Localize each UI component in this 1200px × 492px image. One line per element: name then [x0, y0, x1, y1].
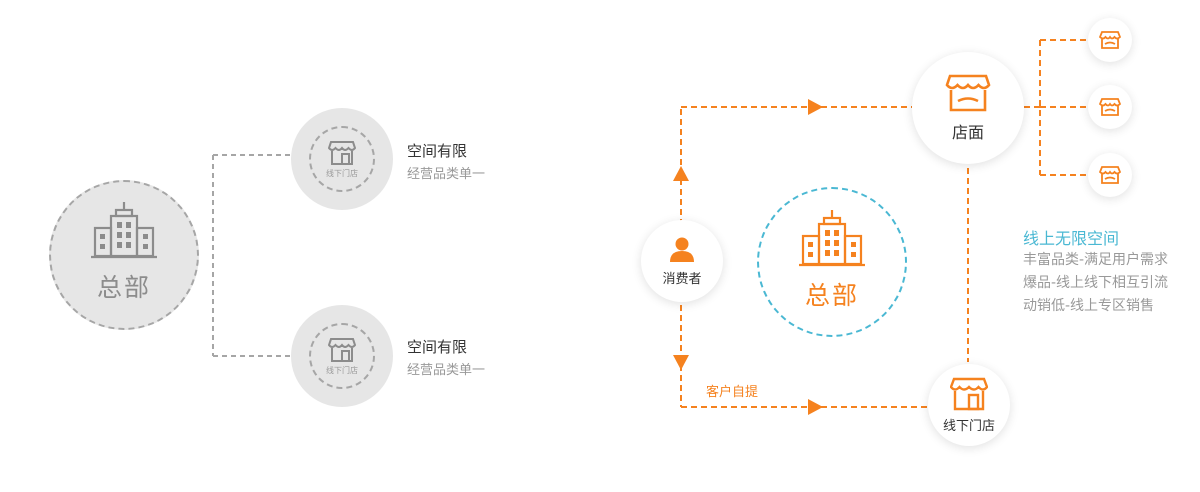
left-store-top-title: 空间有限 — [407, 142, 468, 160]
arrow-up — [673, 166, 689, 181]
offline-store-label: 线下门店 — [942, 418, 995, 434]
storefront-label: 店面 — [951, 123, 984, 142]
arrow-right-bottom — [808, 399, 823, 415]
store-icon — [1099, 166, 1121, 184]
storefront-node: 店面 — [912, 52, 1024, 164]
info-line-3: 动销低-线上专区销售 — [1023, 298, 1155, 314]
info-line-2: 爆品-线上线下相互引流 — [1023, 275, 1169, 291]
store-icon — [328, 337, 356, 362]
person-icon — [670, 237, 694, 262]
left-store-bottom-node: 线下门店 — [291, 305, 393, 407]
building-icon — [799, 210, 865, 267]
branch-store-node-1 — [1088, 18, 1132, 62]
store-inner-ring: 线下门店 — [309, 126, 375, 192]
right-hq-node: 总部 — [757, 187, 907, 337]
store-badge-label: 线下门店 — [326, 168, 358, 178]
store-icon — [950, 377, 988, 410]
left-store-top-node: 线下门店 — [291, 108, 393, 210]
left-store-bottom-subtitle: 经营品类单一 — [407, 363, 486, 378]
arrow-right-top — [808, 99, 823, 115]
info-line-1: 丰富品类-满足用户需求 — [1023, 252, 1169, 268]
consumer-label: 消费者 — [662, 271, 702, 287]
store-badge-label: 线下门店 — [326, 365, 358, 375]
left-store-bottom-title: 空间有限 — [407, 338, 468, 356]
branch-store-node-3 — [1088, 153, 1132, 197]
info-title: 线上无限空间 — [1023, 229, 1120, 248]
branch-store-node-2 — [1088, 85, 1132, 129]
store-icon — [1099, 98, 1121, 116]
arrow-down — [673, 355, 689, 370]
store-icon — [328, 140, 356, 165]
building-icon — [91, 202, 157, 259]
left-hq-node: 总部 — [49, 180, 199, 330]
pickup-label: 客户自提 — [706, 385, 759, 400]
left-store-top-subtitle: 经营品类单一 — [407, 167, 486, 182]
right-hq-label: 总部 — [804, 281, 859, 310]
store-icon — [1099, 31, 1121, 49]
consumer-node: 消费者 — [641, 220, 723, 302]
left-hq-label: 总部 — [96, 273, 151, 302]
offline-store-node: 线下门店 — [928, 364, 1010, 446]
store-inner-ring: 线下门店 — [309, 323, 375, 389]
storefront-icon — [945, 74, 991, 112]
